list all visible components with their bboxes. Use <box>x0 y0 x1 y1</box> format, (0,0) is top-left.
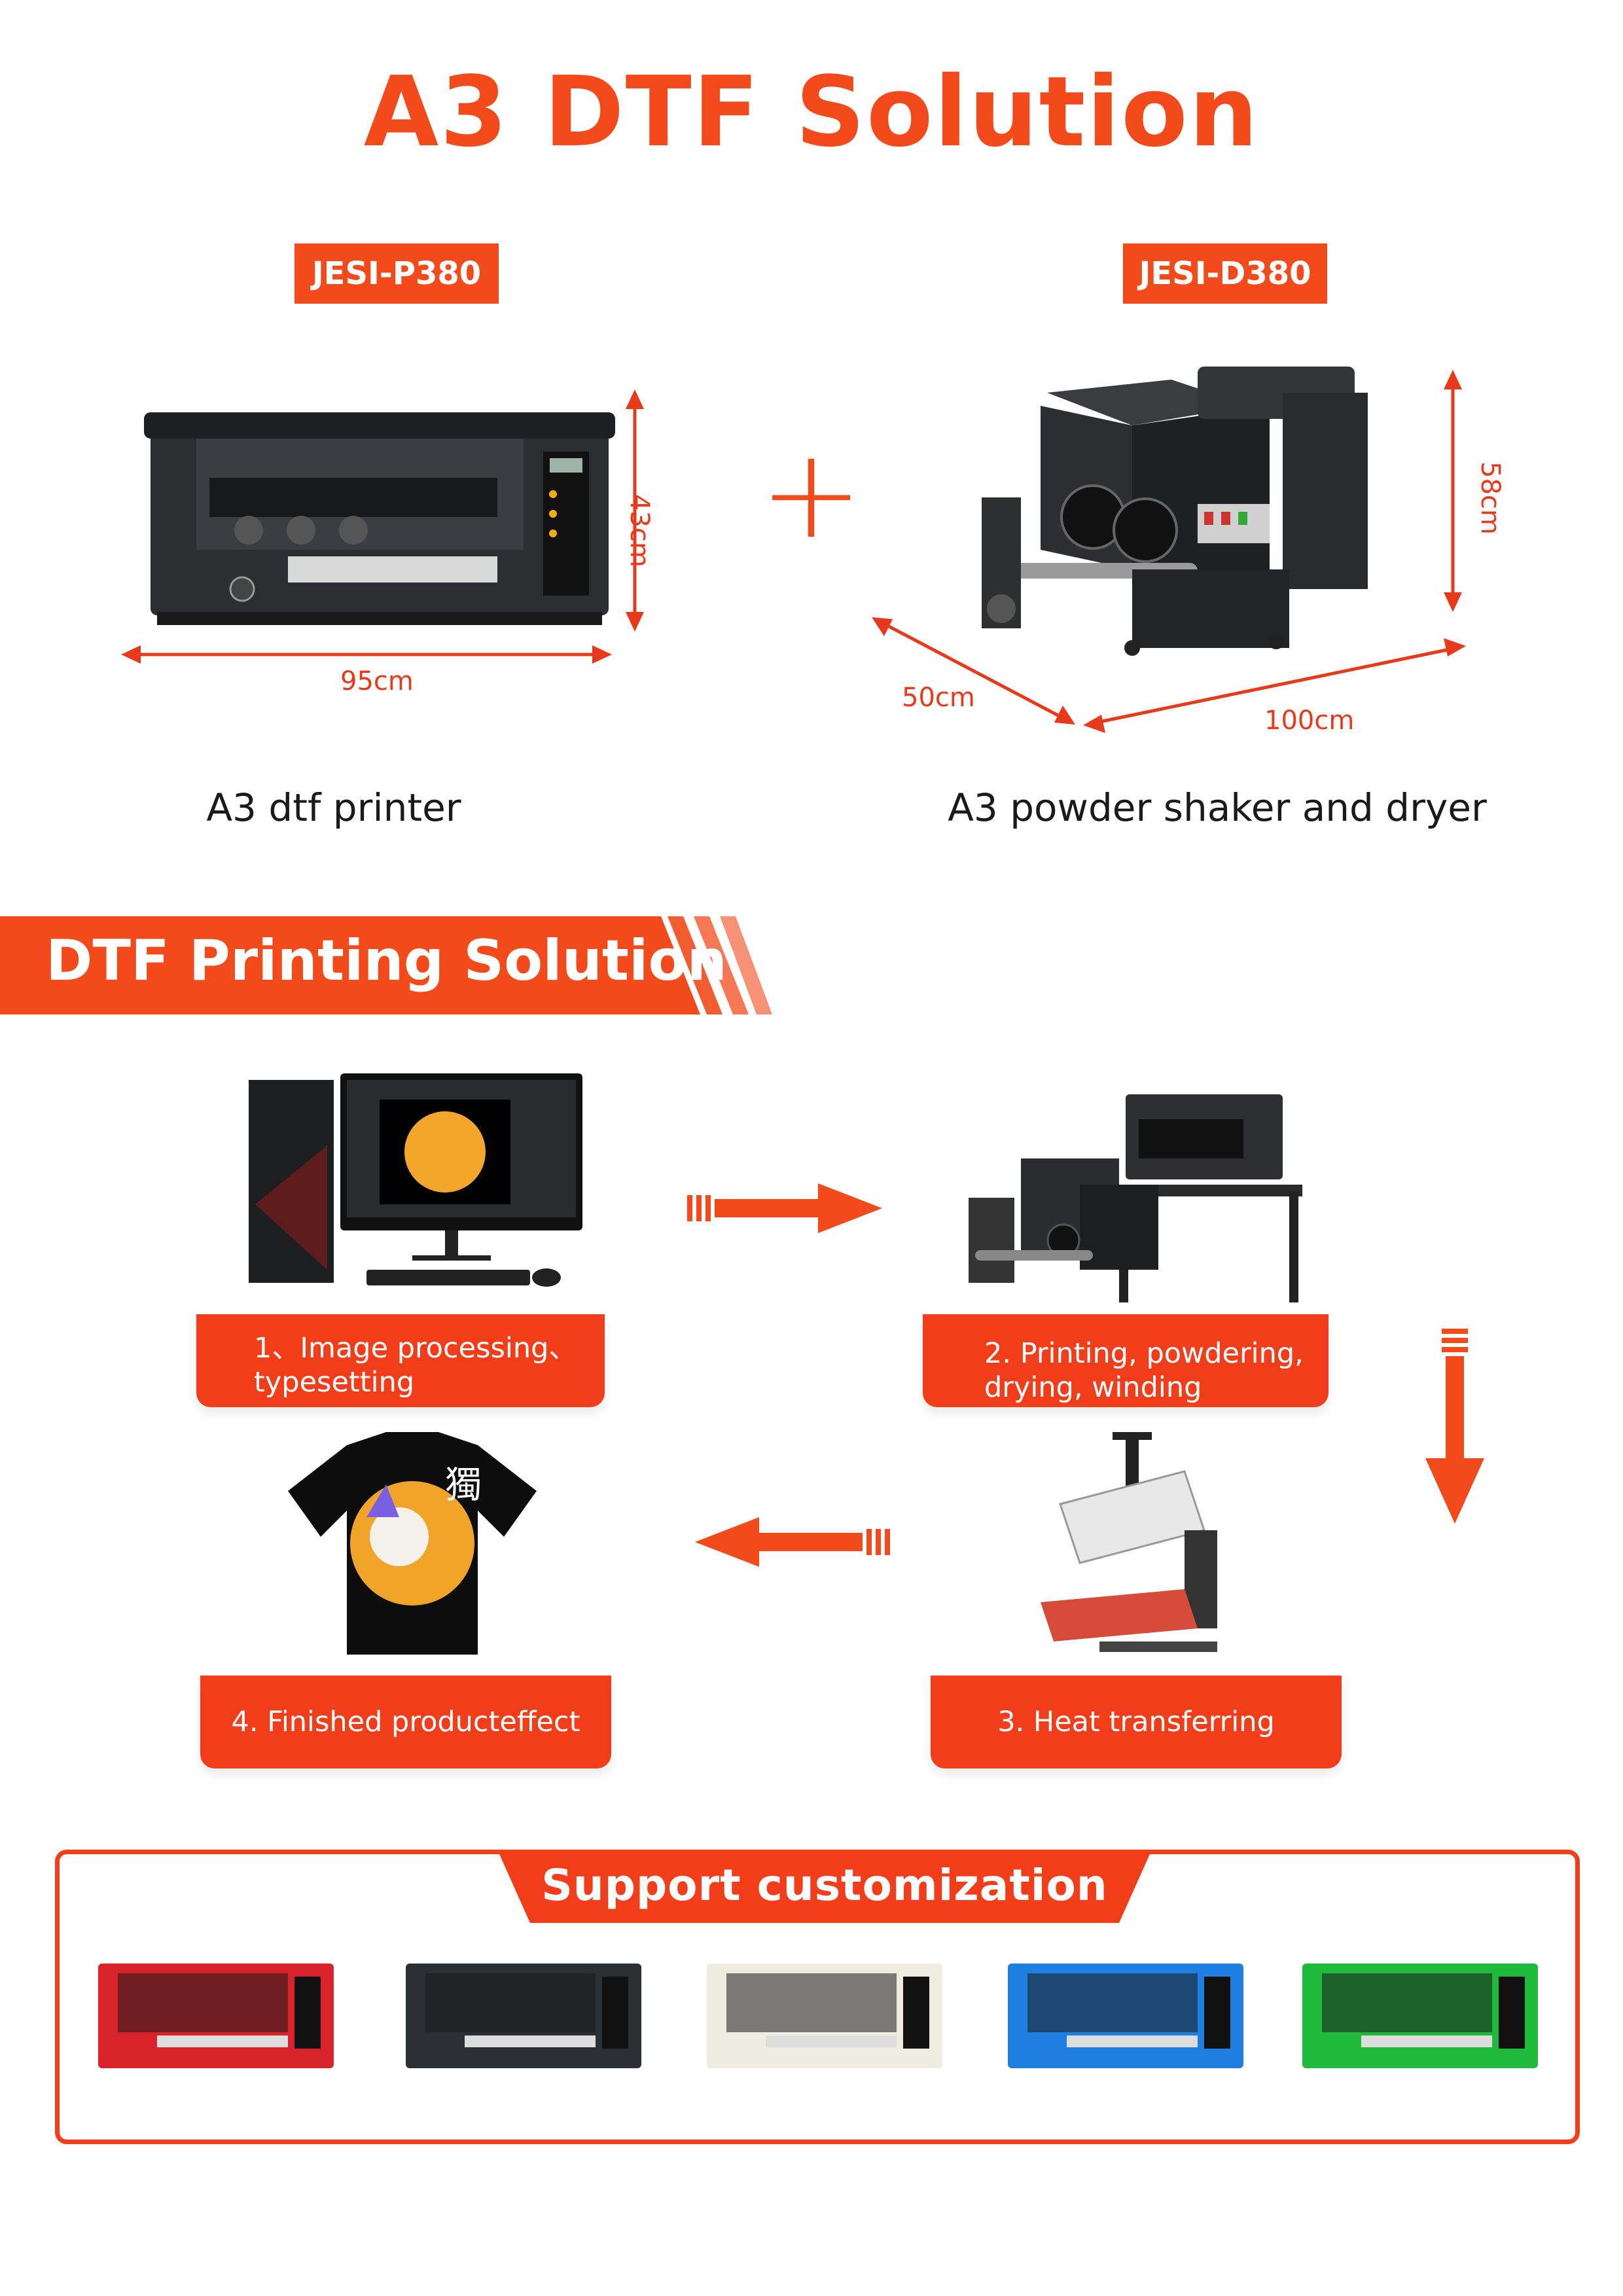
section-banner-title: DTF Printing Solution <box>46 928 727 994</box>
printer-caption: A3 dtf printer <box>206 785 461 830</box>
dryer-height-label: 58cm <box>1475 461 1505 535</box>
arrow-right-icon <box>687 1183 882 1233</box>
printer-width-label: 95cm <box>340 666 414 696</box>
printer-variant-5 <box>1302 1964 1538 2068</box>
printer-height-label: 43cm <box>624 494 654 567</box>
customization-tab <box>497 1850 1152 1923</box>
tshirt-image: 獨 <box>288 1432 537 1655</box>
section-banner <box>0 916 772 1014</box>
step-3-box: 3. Heat transferring <box>931 1676 1342 1768</box>
printer-image <box>144 412 615 625</box>
product-tag-printer: JESI-P380 <box>294 243 499 304</box>
dryer-dimension-arrows <box>872 370 1466 733</box>
arrow-down-icon <box>1425 1329 1484 1524</box>
page-title: A3 DTF Solution <box>363 56 1260 168</box>
customization-title: Support customization <box>541 1859 1108 1910</box>
step-1-box: 1、Image processing、 typesetting <box>196 1314 605 1407</box>
printer-variant-1 <box>98 1964 334 2068</box>
dryer-width-label: 100cm <box>1264 706 1355 736</box>
step-4-box: 4. Finished producteffect <box>200 1676 611 1768</box>
color-variants <box>79 1957 1544 2088</box>
computer-image <box>249 1073 582 1287</box>
svg-text:獨: 獨 <box>445 1464 482 1507</box>
printer-variant-4 <box>1008 1964 1243 2068</box>
printer-dimension-arrows <box>121 389 644 664</box>
dryer-depth-label: 50cm <box>902 683 975 713</box>
printing-setup-image <box>969 1094 1302 1302</box>
dryer-image <box>982 367 1368 656</box>
product-tag-dryer: JESI-D380 <box>1123 243 1327 304</box>
arrow-left-icon <box>695 1517 890 1567</box>
dryer-caption: A3 powder shaker and dryer <box>948 785 1487 830</box>
printer-variant-2 <box>406 1964 641 2068</box>
printer-variant-3 <box>707 1964 942 2068</box>
heat-press-image <box>1041 1432 1217 1652</box>
plus-icon: + <box>759 422 864 566</box>
step-2-box: 2. Printing, powdering, drying, winding <box>923 1314 1329 1407</box>
